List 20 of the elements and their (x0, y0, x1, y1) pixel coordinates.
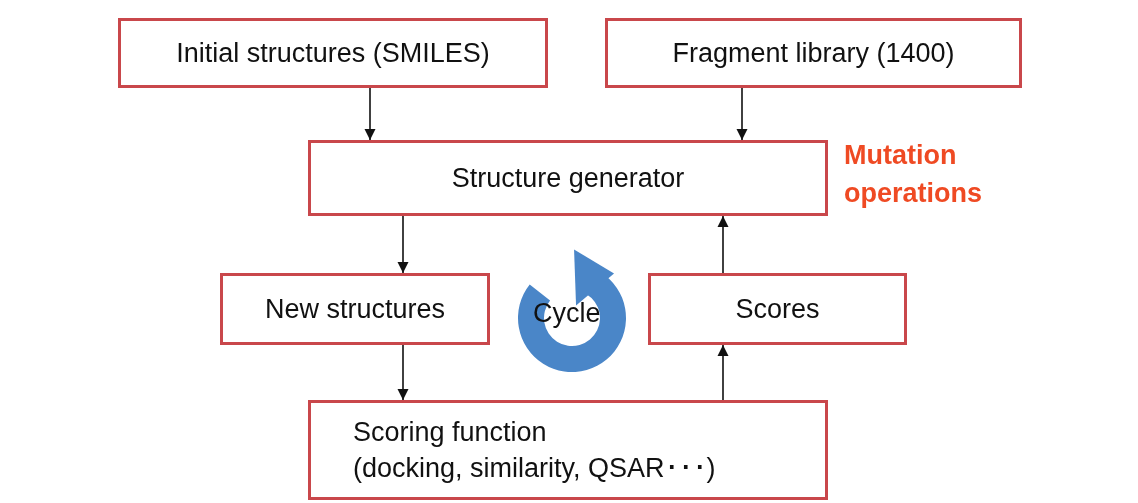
arrow (736, 87, 748, 141)
process-box (308, 140, 828, 216)
box-label: Structure generator (451, 161, 685, 195)
process-box (308, 400, 828, 500)
process-box (220, 273, 490, 345)
box-label: New structures (264, 292, 446, 326)
box-label: Initial structures (SMILES) (176, 36, 490, 70)
arrow (364, 87, 376, 141)
box-text: (docking, similarity, QSAR･･･) (353, 452, 716, 485)
arrow (717, 344, 729, 401)
box-label: Fragment library (1400) (672, 36, 955, 70)
process-box (605, 18, 1022, 88)
arrow (397, 344, 409, 401)
arrow (397, 215, 409, 274)
process-box (118, 18, 548, 88)
side-note: Mutation operations (844, 139, 984, 210)
process-box (648, 273, 907, 345)
box-heading: Scoring function (353, 415, 547, 449)
arrow (717, 215, 729, 274)
box-label: Scores (735, 292, 820, 326)
